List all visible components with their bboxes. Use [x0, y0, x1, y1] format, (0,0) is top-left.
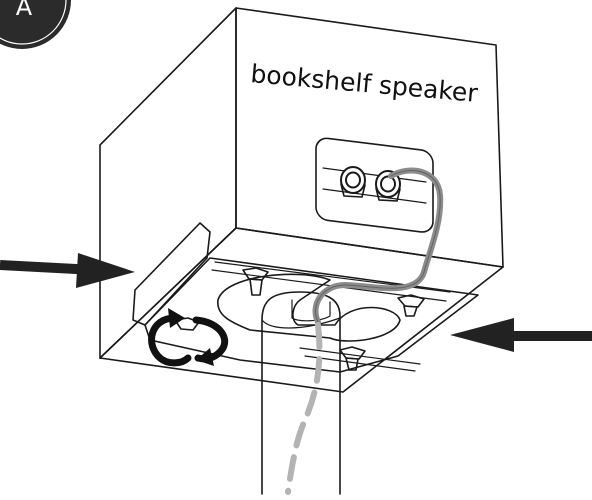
stand-post [262, 292, 340, 494]
arrow-left-icon [450, 318, 592, 352]
step-badge: A [0, 0, 72, 50]
arrow-right-icon [0, 253, 135, 288]
wing-nut-back-right [398, 295, 424, 316]
wing-nut-back-left [243, 268, 268, 295]
terminal-plate [316, 137, 433, 233]
bracket-left-lip [133, 223, 210, 325]
speaker-left-face [100, 8, 236, 358]
speaker-label: bookshelf speaker [249, 59, 479, 108]
speaker-back-face [236, 8, 503, 267]
step-badge-letter: A [16, 0, 33, 21]
rotate-arrows-icon [152, 308, 225, 366]
mounting-bracket [133, 223, 478, 372]
